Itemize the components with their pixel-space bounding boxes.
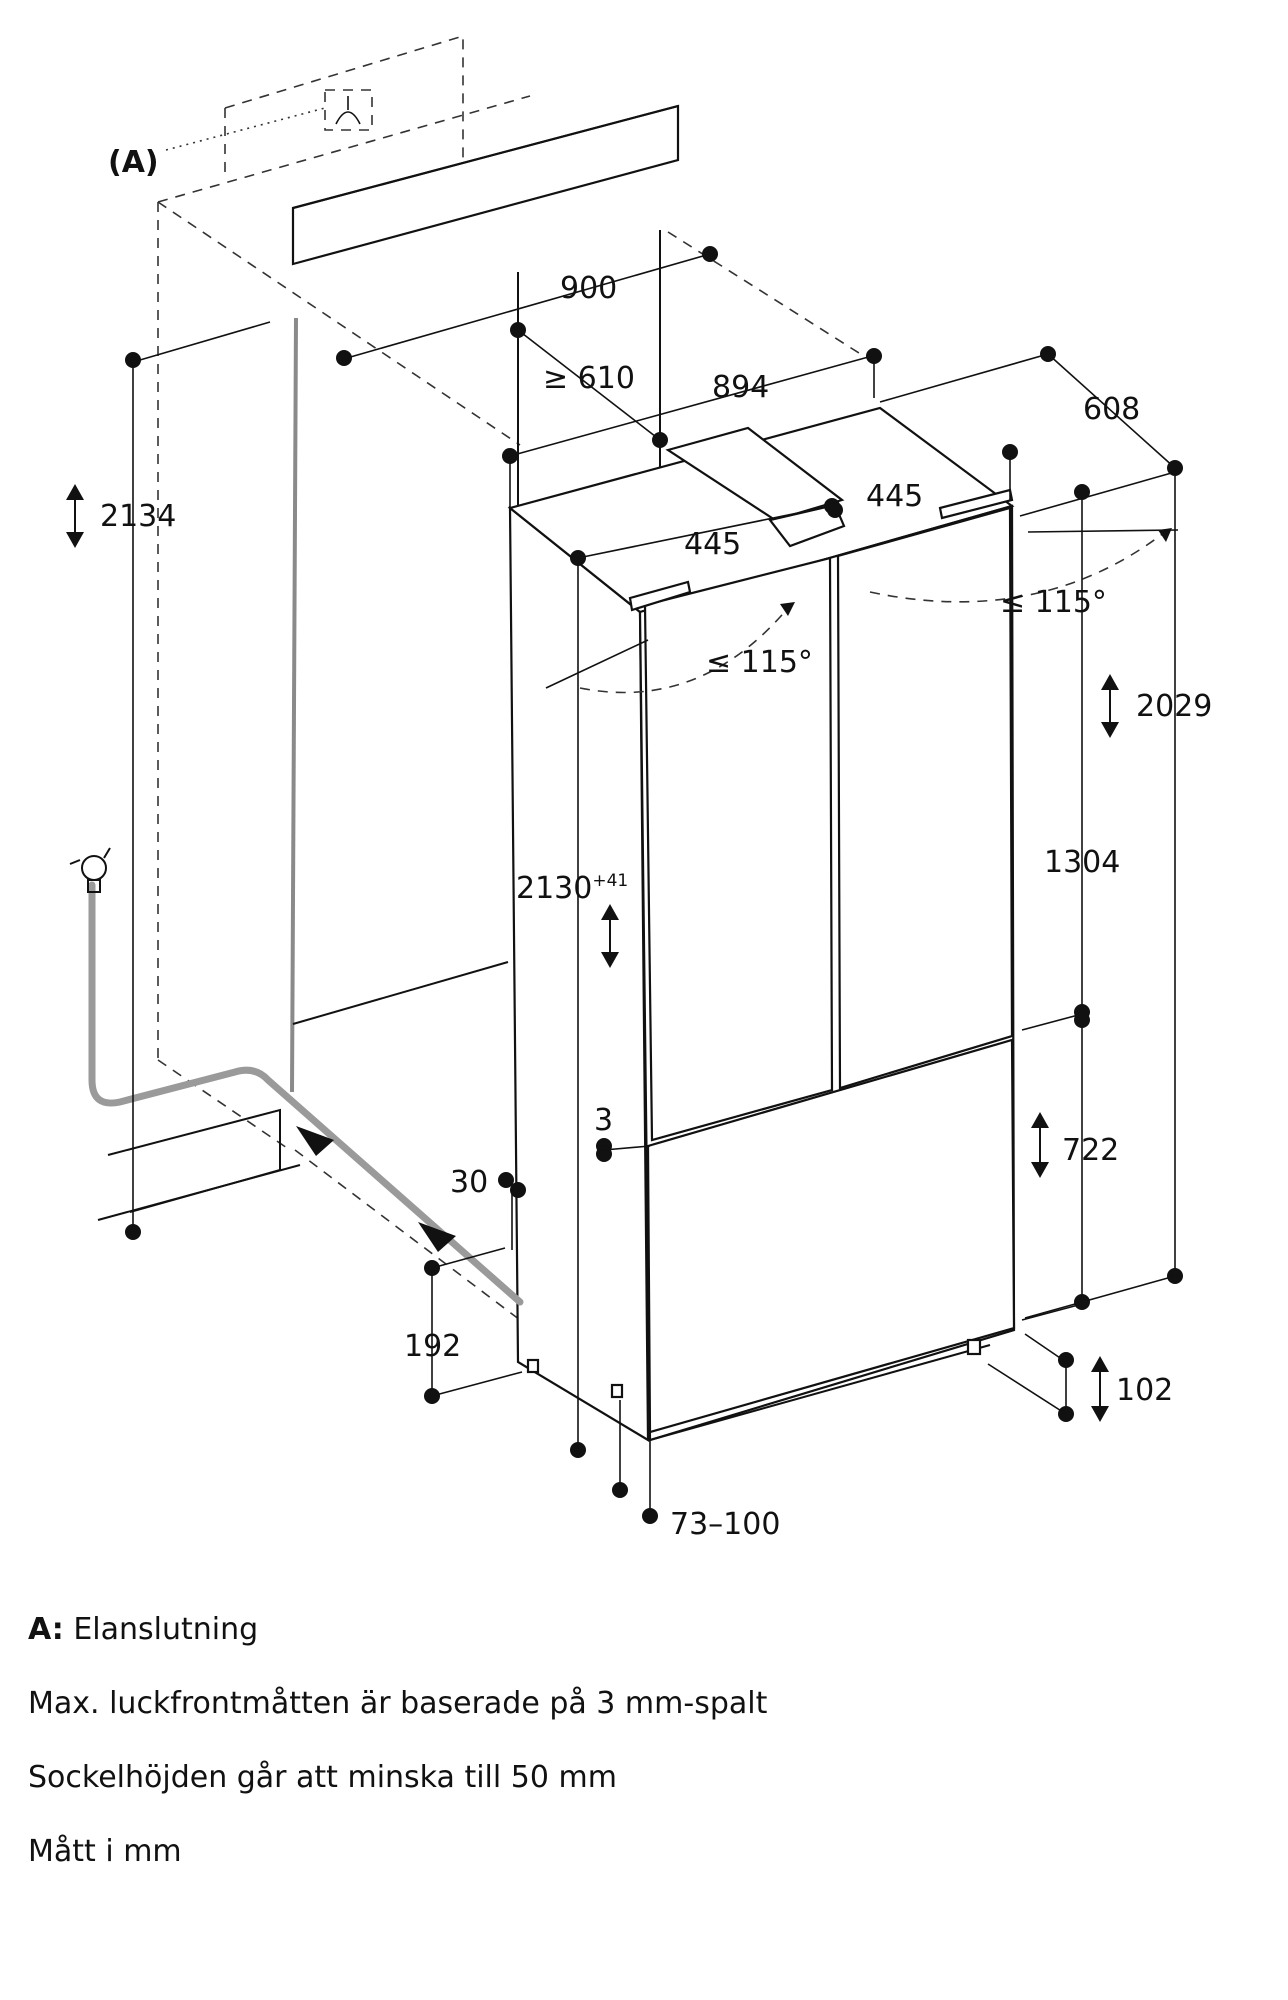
niche-outline <box>157 34 871 1321</box>
top-hinge-block <box>665 426 845 522</box>
dim-side-offset: 30 <box>450 1165 488 1200</box>
dim-niche-width: 900 <box>560 271 617 306</box>
dim-door-width-left: 445 <box>684 527 741 562</box>
note-a-label: A: <box>28 1612 64 1647</box>
dim-door-width-right: 445 <box>866 479 923 514</box>
top-beam <box>291 104 680 266</box>
water-tap-icon <box>69 847 111 893</box>
dim-door-gap: 3 <box>594 1103 613 1138</box>
socket-box <box>165 89 373 151</box>
dim-appliance-depth: 608 <box>1083 392 1140 427</box>
dim-door-angle-left: ≤ 115° <box>706 645 813 680</box>
note-a: A: Elanslutning <box>28 1612 1228 1648</box>
lower-drawer-door <box>646 1038 1016 1434</box>
arrow-2029-icon <box>1101 674 1119 738</box>
dim-niche-height-adjust: 2130+41 <box>516 871 628 906</box>
arrow-102-icon <box>1091 1356 1109 1422</box>
notes: A: Elanslutning Max. luckfrontmåtten är … <box>28 1612 1228 1908</box>
installation-diagram: (A) <box>66 34 1212 1542</box>
dim-niche-depth: ≥ 610 <box>543 361 635 396</box>
dimension-labels: 900 ≥ 610 894 608 445 445 ≤ 115° ≤ 115° … <box>100 271 1212 1542</box>
note-door-front: Max. luckfrontmåtten är baserade på 3 mm… <box>28 1686 768 1721</box>
power-socket-icon <box>335 96 361 125</box>
niche-walls <box>290 230 661 1093</box>
upper-right-door <box>836 506 1014 1090</box>
dim-niche-height: 2134 <box>100 499 176 534</box>
dimension-lines <box>125 246 1183 1524</box>
note-a-text: Elanslutning <box>73 1612 259 1647</box>
upper-left-door <box>643 556 834 1142</box>
dim-lower-door-height: 722 <box>1062 1133 1119 1168</box>
arrow-722-icon <box>1031 1112 1049 1178</box>
dim-plinth-depth: 73–100 <box>670 1507 780 1542</box>
dim-upper-door-height: 1304 <box>1044 845 1120 880</box>
note-plinth: Sockelhöjden går att minska till 50 mm <box>28 1760 617 1795</box>
dim-appliance-width: 894 <box>712 370 769 405</box>
dim-pipe-length: 192 <box>404 1329 461 1364</box>
arrow-2130-icon <box>601 904 619 968</box>
adjust-arrows <box>66 484 1172 1422</box>
appliance-body <box>507 406 1016 1442</box>
connection-marker-label: (A) <box>108 145 159 180</box>
dim-appliance-height: 2029 <box>1136 689 1212 724</box>
dim-door-angle-right: ≤ 115° <box>1000 585 1107 620</box>
water-pipe <box>69 847 524 1306</box>
note-units: Mått i mm <box>28 1834 182 1869</box>
dim-plinth-height: 102 <box>1116 1373 1173 1408</box>
floor-step <box>97 1108 301 1221</box>
door-swing-arcs <box>545 529 1179 694</box>
arrow-2134-icon <box>66 484 84 548</box>
